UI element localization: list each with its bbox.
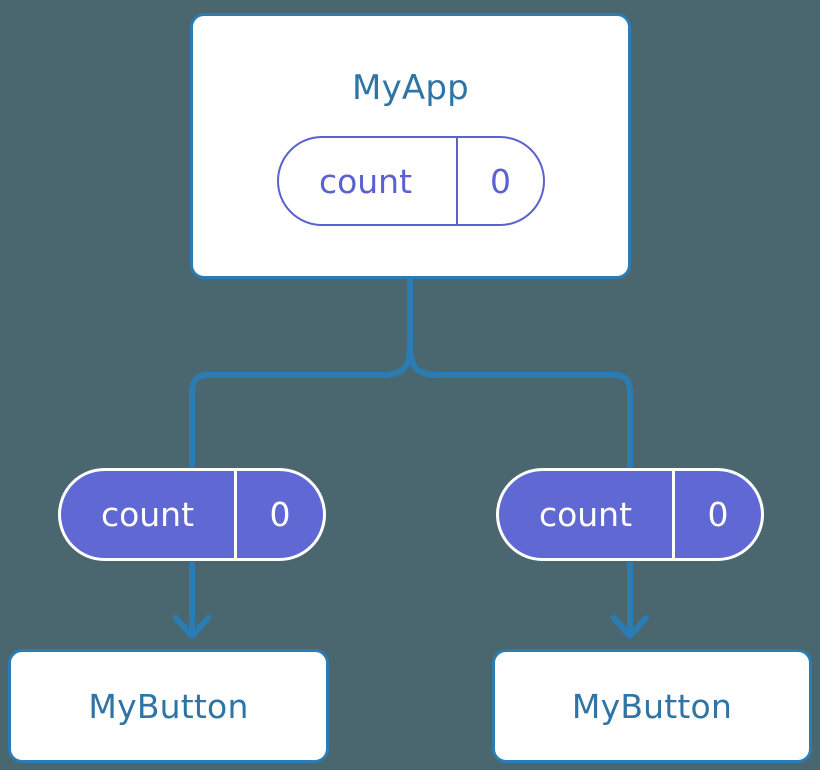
prop-pill-key: count bbox=[100, 495, 195, 534]
prop-pill-value: 0 bbox=[672, 471, 761, 558]
state-pill-myapp-count[interactable]: count 0 bbox=[277, 136, 545, 226]
component-box-mybutton-right[interactable]: MyButton bbox=[492, 649, 812, 763]
state-pill-value: 0 bbox=[456, 138, 543, 224]
component-title-mybutton-right: MyButton bbox=[571, 686, 733, 726]
branch-to-left-rail bbox=[189, 344, 413, 469]
component-title-myapp: MyApp bbox=[352, 68, 469, 108]
prop-pill-right-count[interactable]: count 0 bbox=[496, 468, 764, 561]
prop-pill-key: count bbox=[538, 495, 633, 534]
right-prop-to-button-arrowhead-icon bbox=[611, 615, 649, 639]
branch-to-right-rail bbox=[407, 344, 633, 469]
state-pill-key: count bbox=[318, 161, 413, 201]
prop-pill-value: 0 bbox=[234, 471, 323, 558]
left-prop-to-button-arrowhead-icon bbox=[173, 615, 211, 639]
component-title-mybutton-left: MyButton bbox=[88, 686, 249, 726]
prop-pill-left-count[interactable]: count 0 bbox=[58, 468, 326, 561]
component-box-mybutton-left[interactable]: MyButton bbox=[8, 649, 329, 763]
